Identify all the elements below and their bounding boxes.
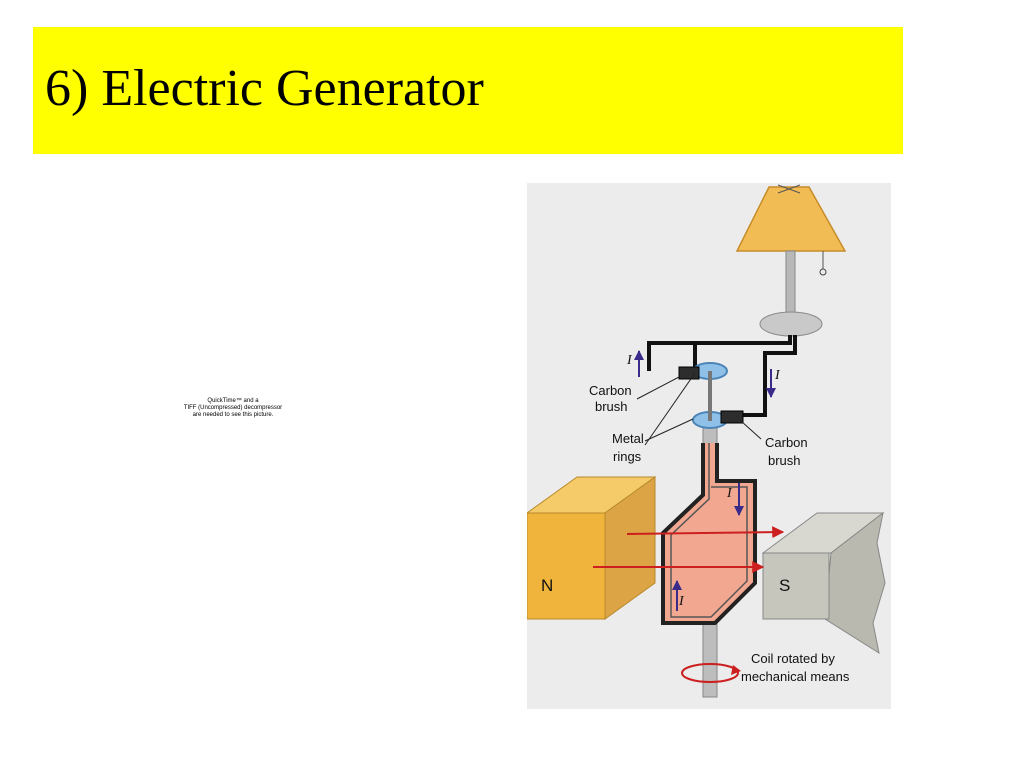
generator-diagram: I I N S I I — [527, 183, 891, 709]
carbon-brush-label: Carbon — [589, 383, 632, 398]
carbon-brush — [678, 366, 700, 380]
title-bar: 6) Electric Generator — [33, 27, 903, 154]
magnet-icon — [761, 511, 886, 655]
field-line — [626, 526, 785, 539]
placeholder-line: are needed to see this picture. — [192, 412, 274, 418]
caption-line: mechanical means — [741, 669, 850, 684]
carbon-brush-label: Carbon — [765, 435, 808, 450]
current-label: I — [626, 353, 633, 368]
placeholder-line: TIFF (Uncompressed) decompressor — [183, 405, 283, 411]
rotation-arrow-icon — [681, 663, 741, 683]
south-pole-label: S — [779, 576, 790, 595]
placeholder-line: QuickTime™ and a — [207, 398, 259, 404]
metal-rings-label: rings — [613, 449, 642, 464]
current-label: I — [678, 594, 685, 609]
slide-title: 6) Electric Generator — [45, 60, 484, 117]
current-label: I — [726, 486, 733, 501]
quicktime-placeholder: QuickTime™ and a TIFF (Uncompressed) dec… — [150, 398, 316, 419]
north-pole-label: N — [541, 576, 553, 595]
caption-line: Coil rotated by — [751, 651, 835, 666]
generator-svg: I I N S I I — [527, 184, 886, 698]
carbon-brush — [720, 410, 744, 424]
magnet-icon — [527, 476, 657, 620]
current-label: I — [774, 368, 781, 383]
lamp-icon — [735, 184, 847, 337]
metal-rings-label: Metal — [612, 431, 644, 446]
carbon-brush-label: brush — [595, 399, 628, 414]
carbon-brush-label: brush — [768, 453, 801, 468]
